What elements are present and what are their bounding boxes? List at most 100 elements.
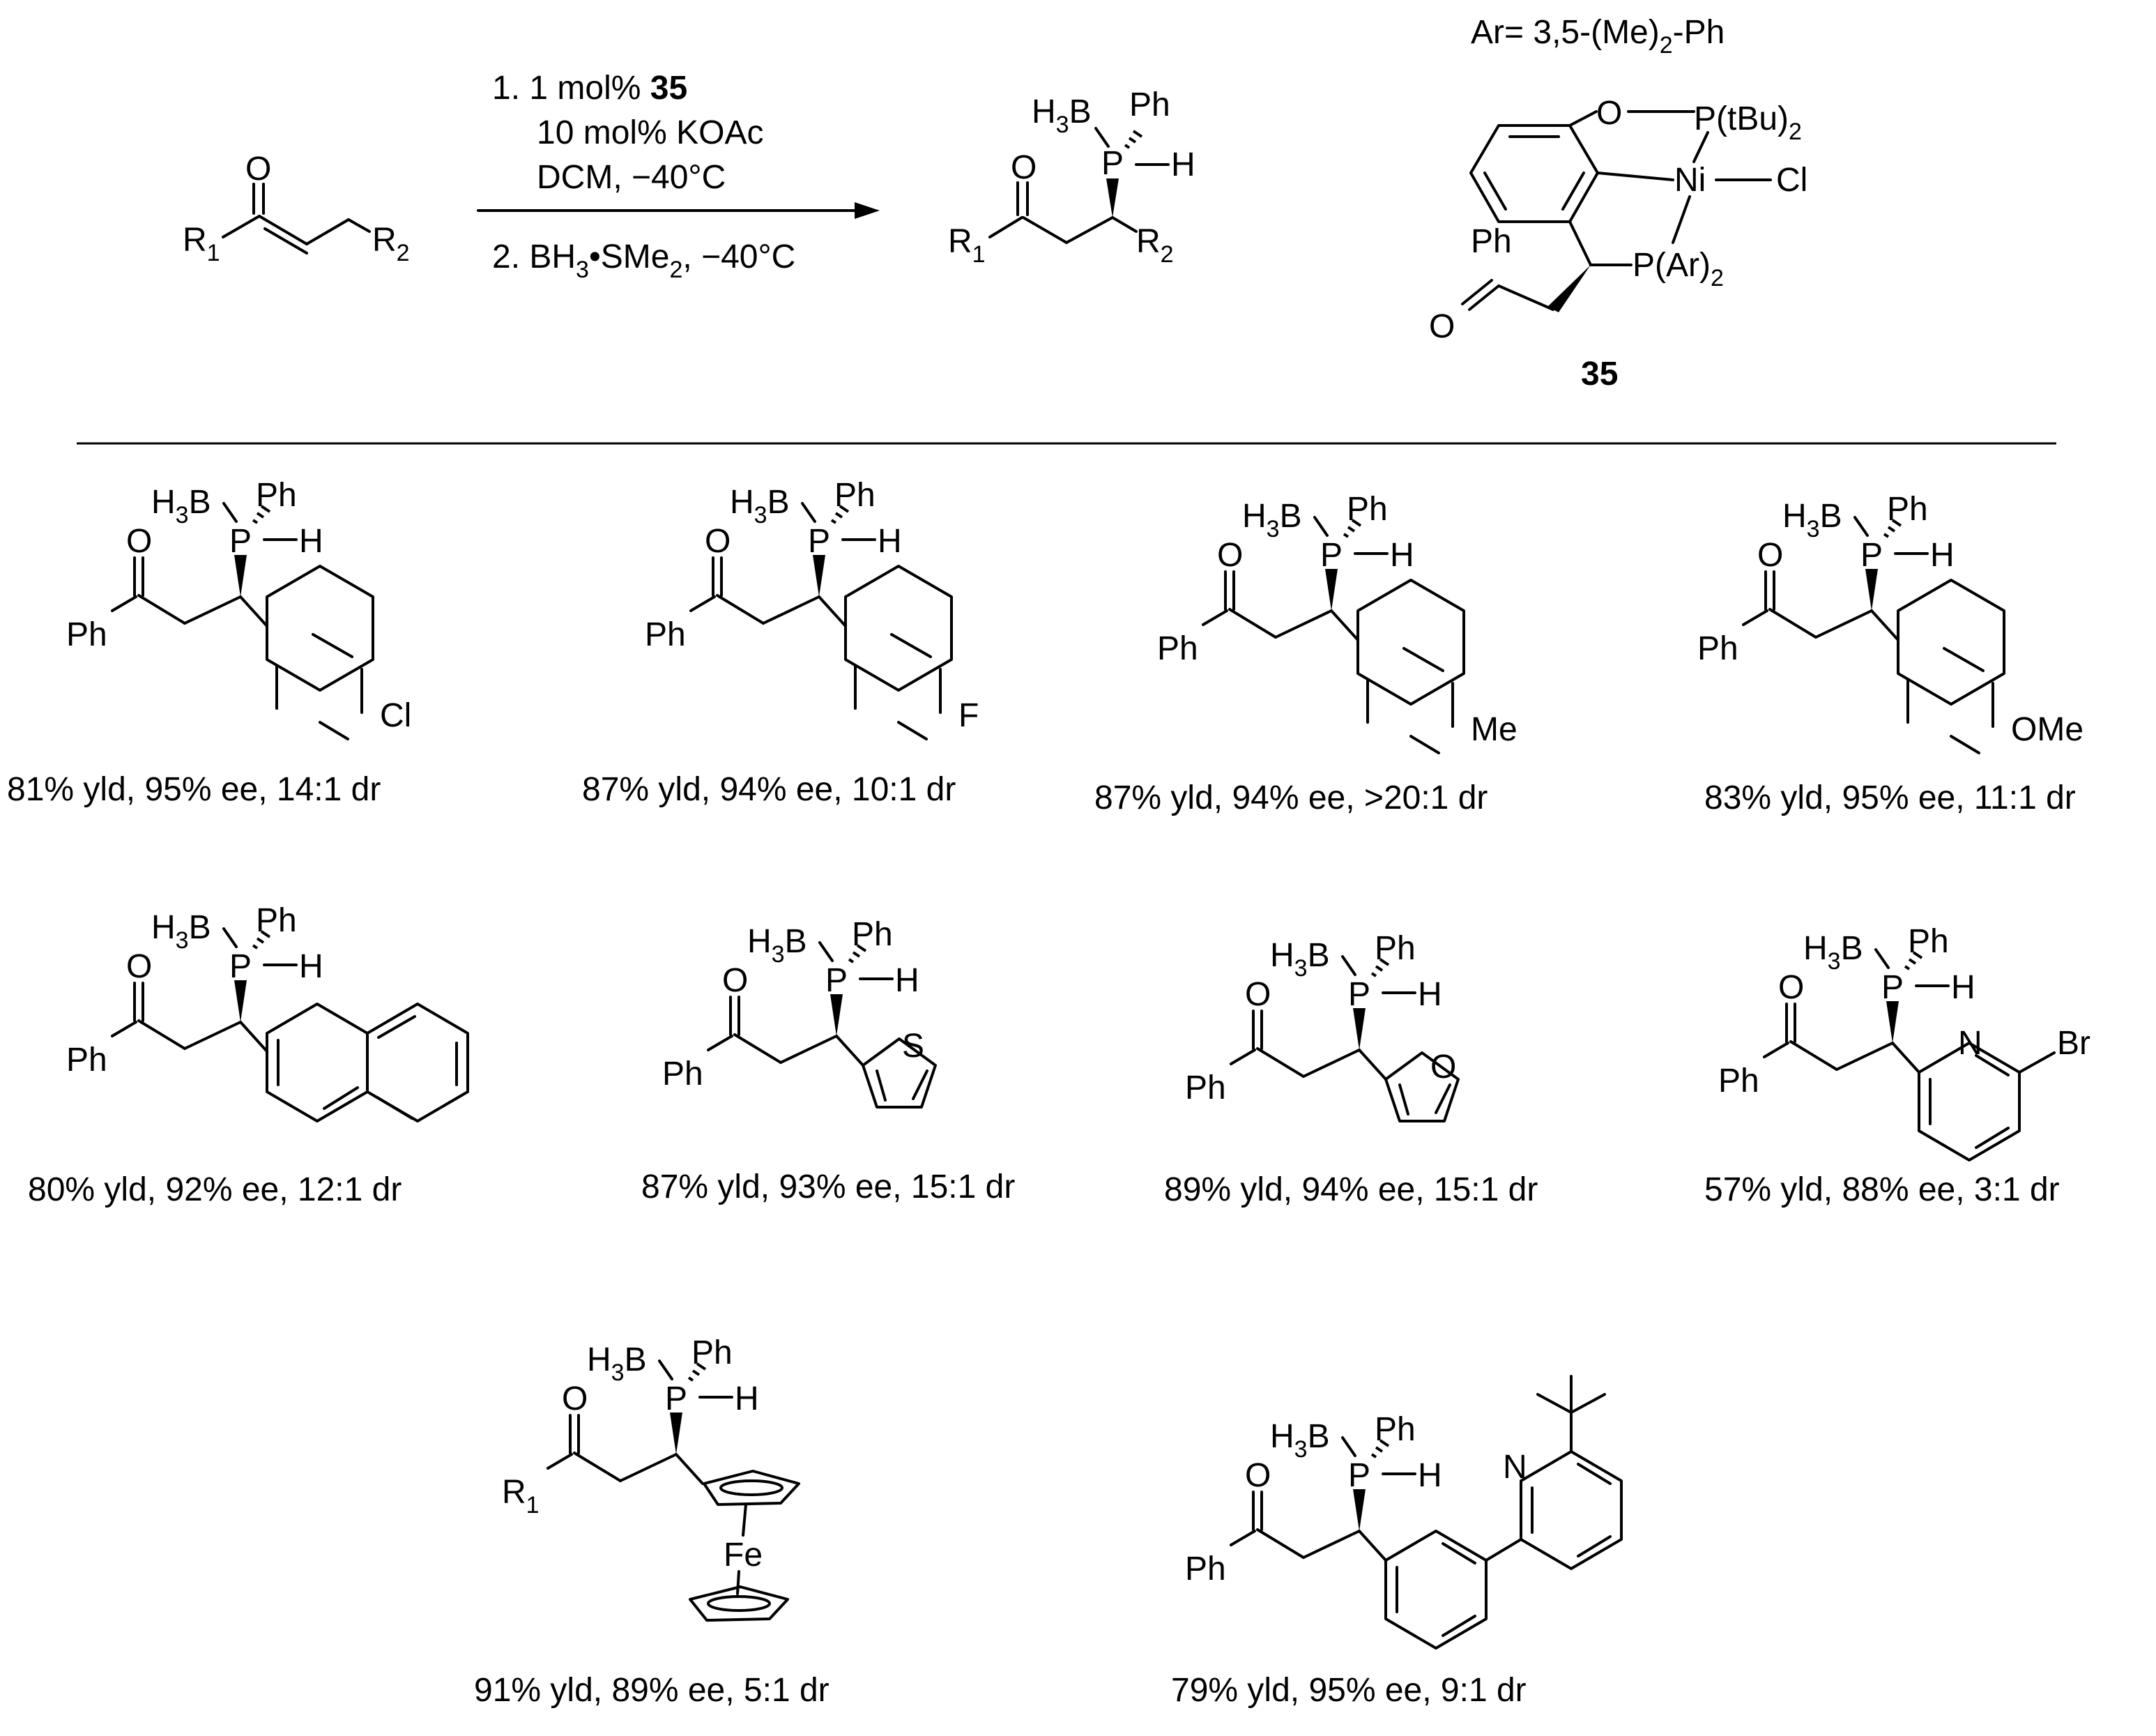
product-entry-naphthyl: Ph O P H H3B Ph [66,902,469,1122]
entry-phosphine-phenyl: Ph [1347,491,1388,528]
entry-result-2: 87% yld, 94% ee, 10:1 dr [582,771,956,808]
substrate-enone: O R1 R2 [183,151,410,266]
entry-phosphine-phenyl: Ph [852,916,893,953]
entry-phenyl-ketone: Ph [1185,1551,1226,1587]
entry-phenyl-ketone: Ph [66,616,107,653]
aryl-definition: Ar= 3,5-(Me)2-Ph [1471,14,1725,59]
entry-bh3: H3B [1242,498,1302,542]
entry-substituent: Cl [380,697,411,734]
entry-phosphine-phenyl: Ph [256,902,297,939]
entry-phosphine-phenyl: Ph [691,1334,733,1371]
product-oxygen: O [1011,149,1037,186]
entry-phenyl-ketone: Ph [1157,630,1198,667]
entry-result-10: 79% yld, 95% ee, 9:1 dr [1171,1672,1527,1709]
entry-phosphorus: P [1860,537,1883,574]
entry-phosphorus: P [1881,969,1904,1006]
entry-hydrogen: H [735,1380,759,1417]
entry-substituent: Br [2057,1025,2090,1062]
entry-phenyl-ketone: Ph [645,616,686,653]
entry-result-8: 57% yld, 88% ee, 3:1 dr [1704,1171,2060,1208]
entry-result-4: 83% yld, 95% ee, 11:1 dr [1704,779,2076,816]
entry-hydrogen: H [1418,976,1442,1013]
entry-hydrogen: H [299,523,323,560]
entry-phosphorus: P [1348,1457,1370,1494]
entry-phosphorus: P [1320,537,1343,574]
entry-heteroatom: O [1430,1049,1456,1086]
product-r2: R2 [1136,223,1174,268]
entry-phosphine-phenyl: Ph [256,477,297,514]
entry-heteroatom: N [1958,1025,1982,1062]
entry-bh3: H3B [1270,1418,1330,1463]
product-entry-ferrocenyl: R1 O P H H3B Ph Fe [502,1334,800,1622]
entry-hydrogen: H [1418,1457,1442,1494]
entry-result-5: 80% yld, 92% ee, 12:1 dr [28,1171,402,1208]
product-phenyl: Ph [1129,86,1170,123]
product-entry-4-f: Ph O P H H3B Ph F [645,477,979,740]
entry-heteroatom: S [902,1028,924,1065]
catalyst-35: Ar= 3,5-(Me)2-Ph O P(tBu)2 Ni Cl P(Ar)2 … [1429,14,1807,393]
entry-hydrogen: H [1390,537,1414,574]
entry-oxygen: O [1217,537,1243,574]
product-entry-thienyl: Ph O P H H3B Ph S [662,916,937,1109]
entry-result-1: 81% yld, 95% ee, 14:1 dr [7,771,381,808]
entry-phenyl-ketone: Ph [66,1042,107,1079]
product-entry-4-me: Ph O P H H3B Ph Me [1157,491,1517,754]
condition-solvent: DCM, −40°C [537,159,726,196]
entry-phenyl-ketone: Ph [662,1056,703,1092]
entry-phosphorus: P [825,962,848,999]
entry-result-6: 87% yld, 93% ee, 15:1 dr [641,1168,1015,1205]
entry-bh3: H3B [1270,937,1330,982]
entry-bh3: H3B [1803,930,1863,975]
product-r1: R1 [948,223,986,268]
entry-bh3: H3B [151,484,211,528]
entry-oxygen: O [562,1380,588,1417]
entry-phosphorus: P [665,1380,687,1417]
entry-phenyl-ketone: Ph [1185,1069,1226,1106]
condition-base: 10 mol% KOAc [537,114,763,151]
catalyst-oxygen: O [1596,95,1622,132]
entry-phosphine-phenyl: Ph [834,477,876,514]
entry-bh3: H3B [730,484,790,528]
entry-hydrogen: H [299,948,323,985]
entry-phosphine-phenyl: Ph [1375,930,1416,967]
entry-substituent: OMe [2011,711,2084,748]
general-product: O R1 R2 P H H3B Ph [948,86,1195,268]
product-entry-bromopyridyl: Ph O P H H3B Ph N Br [1718,923,2090,1162]
product-phosphorus: P [1101,145,1124,182]
entry-bh3: H3B [151,909,211,954]
catalyst-ketone-oxygen: O [1429,308,1455,345]
entry-phosphine-phenyl: Ph [1375,1411,1416,1448]
entry-phenyl-ketone: Ph [1718,1063,1759,1099]
product-bh3: H3B [1032,93,1092,138]
catalyst-phenyl: Ph [1471,223,1512,260]
product-entry-4-cl: Ph O P H H3B Ph Cl [66,477,411,740]
catalyst-ptbu2: P(tBu)2 [1694,100,1802,145]
entry-oxygen: O [126,948,152,985]
entry-phosphine-phenyl: Ph [1887,491,1928,528]
entry-oxygen: O [1245,1457,1271,1494]
catalyst-par2: P(Ar)2 [1633,247,1724,291]
entry-result-3: 87% yld, 94% ee, >20:1 dr [1094,779,1488,816]
product-hydrogen: H [1171,146,1195,183]
product-entry-furyl: Ph O P H H3B Ph O [1185,930,1460,1122]
substrate-r1: R1 [183,222,220,266]
reaction-conditions: 1. 1 mol% 35 10 mol% KOAc DCM, −40°C 2. … [477,70,880,283]
entry-phosphorus: P [1348,976,1370,1013]
product-entry-4-ome: Ph O P H H3B Ph OMe [1697,491,2084,754]
entry-oxygen: O [705,523,731,560]
catalyst-nickel: Ni [1674,162,1706,199]
substrate-r2: R2 [372,222,410,266]
entry-hydrogen: H [1951,969,1975,1006]
product-entry-pyridylphenyl: Ph O P H H3B Ph N [1185,1375,1623,1650]
entry-phosphine-phenyl: Ph [1908,923,1949,960]
entry-r1: R1 [502,1474,540,1518]
entry-hydrogen: H [895,962,919,999]
entry-hydrogen: H [878,523,902,560]
entry-phosphorus: P [229,948,252,985]
entry-substituent: Me [1471,711,1517,748]
entry-phosphorus: P [808,523,830,560]
substrate-oxygen: O [245,151,271,188]
entry-phenyl-ketone: Ph [1697,630,1738,667]
entry-result-9: 91% yld, 89% ee, 5:1 dr [474,1672,829,1709]
